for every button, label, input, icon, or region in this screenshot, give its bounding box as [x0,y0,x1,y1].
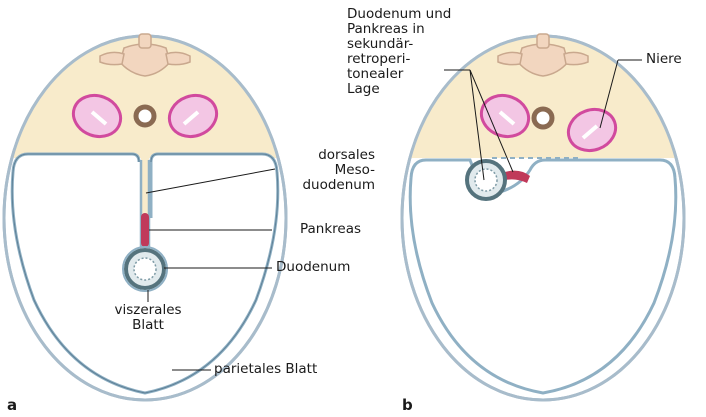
panel-a-duodenum [123,247,167,291]
label-secondary-retroperitoneal: Duodenum und Pankreas in sekundär- retro… [347,7,451,97]
label-secondary-retroperitoneal-line-1: Duodenum und [347,7,451,22]
label-visceral-layer: viszerales Blatt [96,303,200,333]
label-secondary-retroperitoneal-line-2: Pankreas in [347,22,451,37]
label-secondary-retroperitoneal-line-6: Lage [347,82,451,97]
label-dorsal-mesoduodenum: dorsales Meso- duodenum [275,148,375,193]
label-pancreas: Pankreas [300,222,361,237]
panel-a-diagram [0,30,300,400]
label-dorsal-mesoduodenum-line-3: duodenum [275,178,375,193]
label-dorsal-mesoduodenum-line-1: dorsales [275,148,375,163]
label-dorsal-mesoduodenum-line-2: Meso- [275,163,375,178]
label-secondary-retroperitoneal-line-4: retroperi- [347,52,451,67]
label-duodenum: Duodenum [276,260,350,275]
label-kidney: Niere [646,52,682,67]
panel-a-pancreas [141,213,149,247]
label-secondary-retroperitoneal-line-5: tonealer [347,67,451,82]
label-parietal-layer: parietales Blatt [214,362,317,377]
label-secondary-retroperitoneal-line-3: sekundär- [347,37,451,52]
panel-b-letter: b [402,396,413,414]
panel-b-aorta [534,109,552,127]
panel-b-peritoneal-cavity [410,160,676,393]
label-visceral-layer-line-1: viszerales [96,303,200,318]
panel-a-aorta [136,107,154,125]
panel-b-duodenum [467,161,505,199]
label-visceral-layer-line-2: Blatt [96,318,200,333]
panel-a-letter: a [7,396,17,414]
